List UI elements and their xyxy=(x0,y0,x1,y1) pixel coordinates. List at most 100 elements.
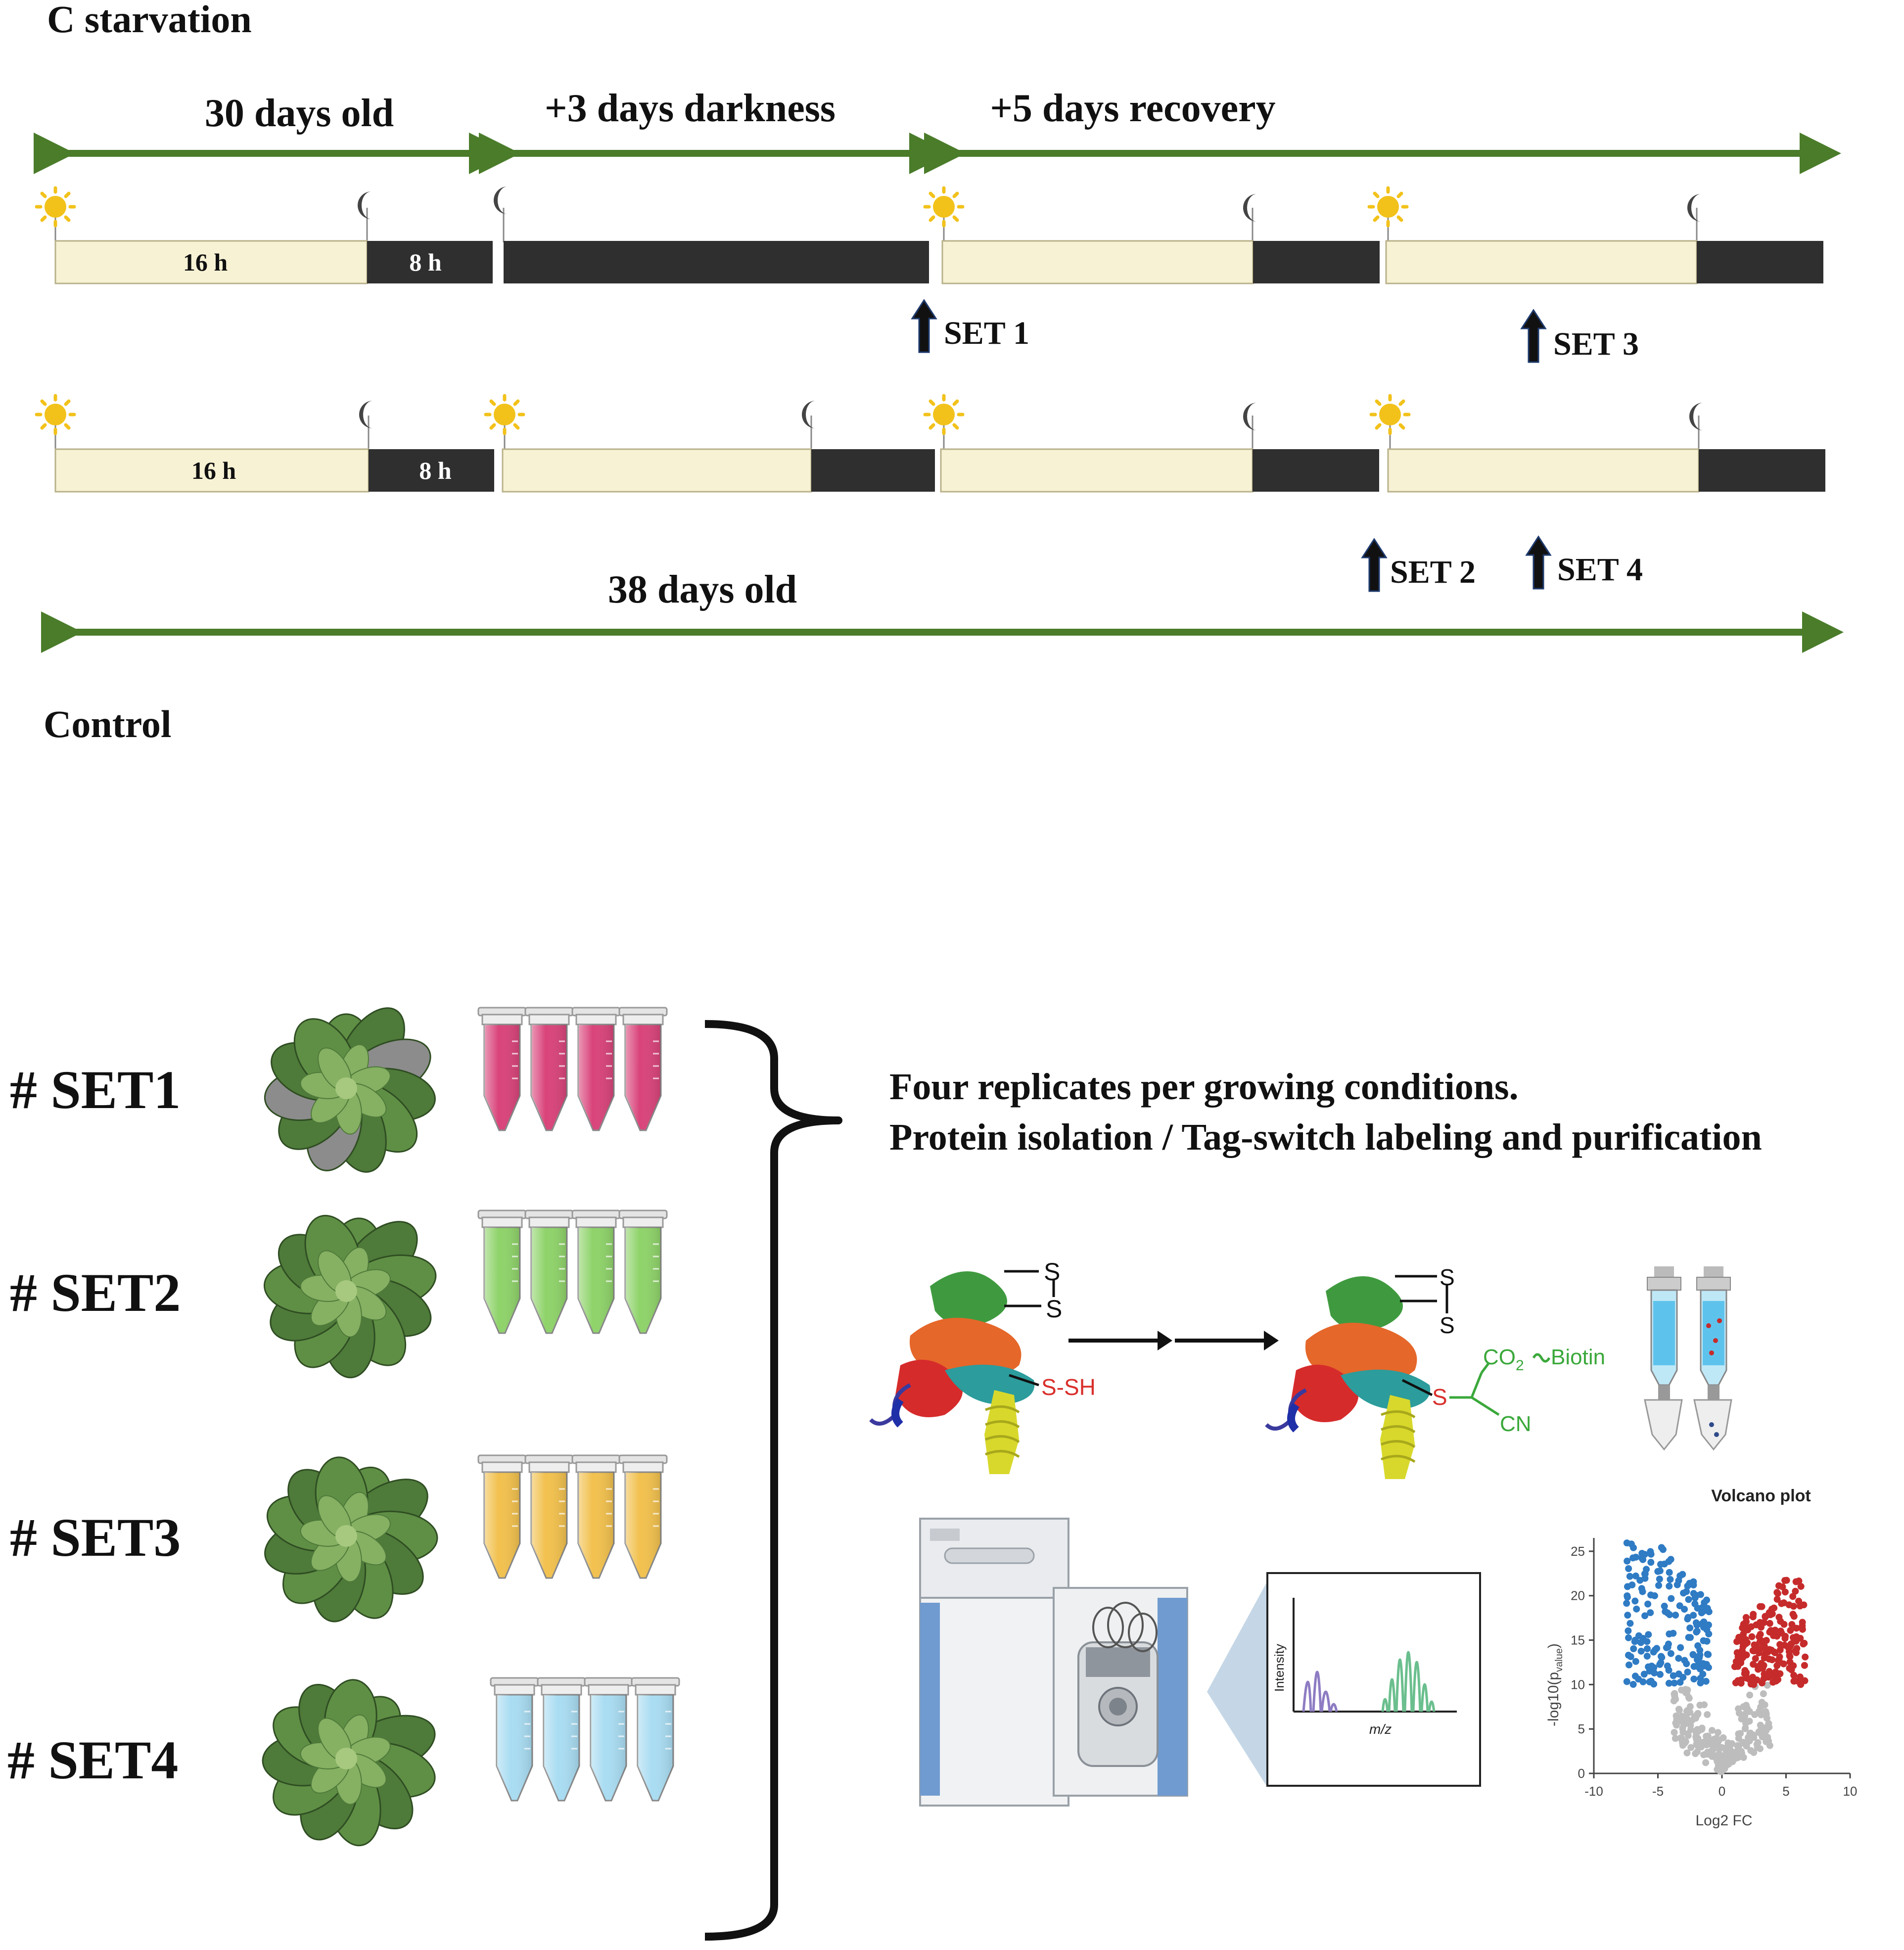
volcano-point-down xyxy=(1646,1678,1653,1686)
volcano-point-down xyxy=(1623,1600,1630,1607)
volcano-point-up xyxy=(1765,1655,1773,1663)
volcano-point-down xyxy=(1689,1651,1697,1659)
volcano-point-ns xyxy=(1671,1729,1678,1736)
sample-tube-icon xyxy=(571,1209,621,1334)
volcano-point-up xyxy=(1760,1645,1767,1652)
volcano-point-down xyxy=(1645,1631,1652,1638)
volcano-point-down xyxy=(1657,1561,1665,1568)
volcano-point-down xyxy=(1624,1592,1631,1599)
day-segment xyxy=(1385,240,1698,284)
volcano-point-ns xyxy=(1754,1744,1761,1751)
description-line2: Protein isolation / Tag-switch labeling … xyxy=(889,1116,1762,1158)
volcano-point-down xyxy=(1639,1588,1646,1595)
sampling-label-set2: SET 2 xyxy=(1390,554,1476,590)
volcano-point-down xyxy=(1651,1592,1658,1599)
volcano-point-down xyxy=(1675,1655,1682,1662)
volcano-point-ns xyxy=(1672,1735,1679,1742)
volcano-point-ns xyxy=(1704,1751,1711,1758)
sampling-arrow-icon xyxy=(1521,309,1546,363)
description-line1: Four replicates per growing conditions. xyxy=(889,1066,1519,1108)
reaction-arrow xyxy=(1068,1331,1279,1350)
sample-tube-icon xyxy=(477,1454,527,1579)
sun-icon xyxy=(925,396,963,433)
sample-tube-icon xyxy=(524,1007,574,1131)
volcano-point-ns xyxy=(1735,1742,1743,1749)
night-segment xyxy=(1253,241,1380,283)
volcano-point-up xyxy=(1783,1577,1790,1584)
plant-rosette-icon xyxy=(263,1214,437,1379)
volcano-point-up xyxy=(1781,1588,1789,1596)
volcano-point-up xyxy=(1757,1621,1765,1628)
volcano-point-down xyxy=(1703,1637,1711,1645)
volcano-point-down xyxy=(1693,1592,1700,1599)
set-labels: # SET1# SET2# SET3# SET4 xyxy=(7,1060,181,1790)
volcano-point-ns xyxy=(1695,1743,1702,1751)
volcano-point-up xyxy=(1743,1674,1750,1682)
volcano-point-ns xyxy=(1754,1739,1762,1746)
volcano-point-down xyxy=(1661,1602,1668,1610)
sample-tube-icon xyxy=(571,1007,621,1131)
volcano-point-down xyxy=(1641,1551,1648,1558)
tube-groups xyxy=(477,1007,680,1802)
carboxyl-label: CO2 xyxy=(1483,1345,1524,1374)
volcano-point-ns xyxy=(1744,1705,1751,1712)
volcano-point-up xyxy=(1786,1665,1793,1672)
volcano-point-ns xyxy=(1764,1681,1771,1689)
volcano-point-up xyxy=(1786,1652,1793,1660)
plant-rosettes xyxy=(262,1007,438,1847)
moon-icon xyxy=(494,186,508,214)
volcano-point-ns xyxy=(1694,1710,1702,1717)
sample-tube-icon xyxy=(477,1209,527,1334)
volcano-point-ns xyxy=(1683,1749,1691,1757)
spectrum-y-label: Intensity xyxy=(1272,1644,1287,1692)
volcano-point-down xyxy=(1639,1556,1647,1563)
moon-icon xyxy=(1243,194,1257,222)
volcano-point-up xyxy=(1738,1647,1746,1654)
volcano-point-down xyxy=(1639,1678,1647,1685)
volcano-point-up xyxy=(1796,1602,1804,1610)
volcano-point-up xyxy=(1775,1582,1783,1589)
sampling-arrow-icon xyxy=(911,299,937,353)
night-segment xyxy=(367,241,493,283)
volcano-point-ns xyxy=(1698,1726,1706,1733)
sampling-arrow-icon xyxy=(1526,536,1551,590)
linker-squiggle xyxy=(1532,1353,1551,1363)
volcano-point-up xyxy=(1792,1587,1799,1595)
label-bond xyxy=(1401,1379,1433,1396)
volcano-point-down xyxy=(1665,1558,1672,1565)
night-hours-label: 8 h xyxy=(419,457,452,484)
cyano-label: CN xyxy=(1500,1412,1532,1436)
volcano-point-down xyxy=(1685,1596,1692,1603)
volcano-point-up xyxy=(1802,1653,1809,1661)
control-heading: Control xyxy=(44,702,172,745)
volcano-point-up xyxy=(1743,1651,1750,1659)
volcano-point-down xyxy=(1647,1609,1654,1617)
night-segment xyxy=(1253,449,1379,492)
volcano-point-down xyxy=(1658,1654,1666,1661)
volcano-point-up xyxy=(1781,1641,1788,1649)
volcano-point-up xyxy=(1800,1640,1807,1648)
volcano-point-down xyxy=(1656,1671,1664,1678)
sun-icon xyxy=(1371,396,1409,433)
volcano-point-down xyxy=(1666,1569,1673,1576)
volcano-point-ns xyxy=(1719,1734,1727,1741)
spectrum-zoom-wedge xyxy=(1207,1583,1266,1786)
volcano-point-up xyxy=(1778,1600,1785,1607)
volcano-point-down xyxy=(1683,1660,1690,1668)
volcano-point-down xyxy=(1672,1612,1679,1619)
volcano-point-up xyxy=(1797,1582,1805,1590)
volcano-point-ns xyxy=(1758,1699,1765,1706)
sampling-label-set1: SET 1 xyxy=(944,315,1029,351)
volcano-point-down xyxy=(1654,1568,1662,1575)
volcano-point-down xyxy=(1626,1573,1633,1580)
volcano-point-ns xyxy=(1735,1710,1743,1717)
mass-spectrometer xyxy=(919,1518,1188,1807)
volcano-point-ns xyxy=(1747,1747,1755,1754)
volcano-point-down xyxy=(1647,1559,1655,1566)
moon-icon xyxy=(358,191,372,219)
volcano-point-ns xyxy=(1679,1728,1687,1736)
volcano-point-down xyxy=(1623,1678,1630,1685)
volcano-point-down xyxy=(1700,1624,1707,1631)
volcano-x-tick: -10 xyxy=(1584,1784,1603,1799)
